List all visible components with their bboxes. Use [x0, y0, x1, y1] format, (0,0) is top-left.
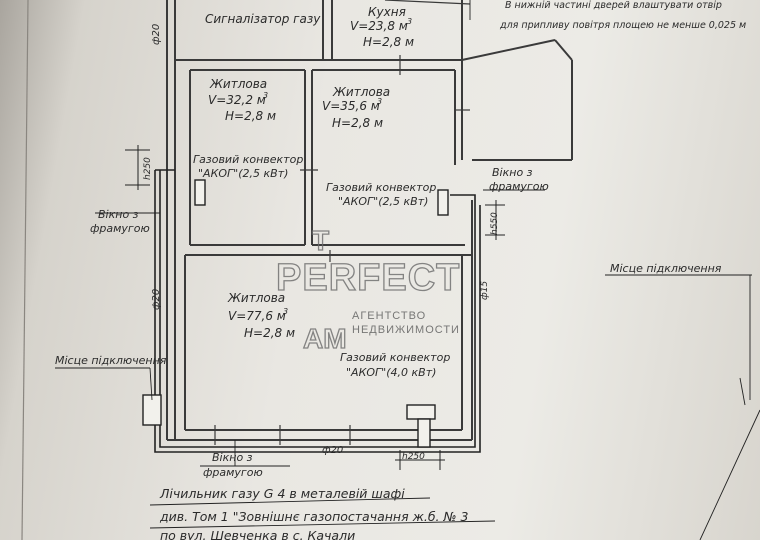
living1-volume-exp: 3 — [263, 91, 268, 100]
convector-1-model: "АКОГ"(2,5 кВт) — [198, 167, 288, 180]
pipe-d15-right: ф15 — [480, 281, 490, 300]
living1-name: Житлова — [209, 77, 267, 91]
living1-volume: V=32,2 м — [208, 93, 266, 107]
pipe-d20-bottom: ф20 — [322, 445, 343, 456]
watermark-mark-bottom: АМ — [303, 323, 347, 354]
convector-3-valve — [417, 418, 431, 448]
kitchen-height: H=2,8 м — [363, 35, 414, 49]
dimension-marks — [125, 145, 505, 470]
watermark-agency-line2: НЕДВИЖИМОСТИ — [352, 324, 460, 336]
window-left-line2: фрамугою — [90, 222, 150, 235]
living2-height: H=2,8 м — [332, 116, 383, 130]
height-h250-left: h250 — [143, 157, 153, 180]
living3-name: Житлова — [227, 291, 285, 305]
living1-height: H=2,8 м — [225, 109, 276, 123]
pipe-d20-top: ф20 — [151, 24, 162, 45]
convector-2-model: "АКОГ"(2,5 кВт) — [338, 195, 428, 208]
leader-lines — [55, 0, 760, 540]
kitchen-volume: V=23,8 м — [350, 19, 408, 33]
pipe-d20-left: ф20 — [151, 289, 162, 310]
convector-3-model: "АКОГ"(4,0 кВт) — [346, 366, 436, 379]
walls — [166, 0, 573, 441]
meter-note-line-2: див. Том 1 "Зовнішнє газопостачання ж.б.… — [159, 509, 468, 524]
watermark-agency-line1: АГЕНТСТВО — [352, 310, 426, 322]
living3-volume-exp: 3 — [283, 307, 288, 316]
openings — [214, 0, 471, 445]
note-line-2: для припливу повітря площею не менше 0,0… — [499, 20, 746, 31]
convector-1-box — [194, 179, 206, 206]
sheet-frame-line — [21, 0, 29, 540]
living2-volume: V=35,6 м — [322, 99, 380, 113]
window-right-line1: Вікно з — [492, 166, 533, 179]
convector-3-box — [406, 404, 436, 420]
watermark-brand: PERFECT — [276, 257, 460, 299]
connection-point-left: Місце підключення — [55, 354, 167, 367]
watermark: Т PERFECT АМ АГЕНТСТВО НЕДВИЖИМОСТИ — [275, 224, 460, 354]
kitchen-volume-exp: 3 — [407, 17, 412, 26]
living2-volume-exp: 3 — [377, 97, 382, 106]
note-line-1: В нижній частині дверей влаштувати отвір — [505, 0, 722, 11]
meter-note-line-1: Лічильник газу G 4 в металевій шафі — [159, 486, 405, 501]
gas-signalizer-label: Сигналізатор газу — [205, 12, 321, 26]
watermark-mark-top: Т — [312, 225, 329, 256]
window-left-line1: Вікно з — [98, 208, 139, 221]
kitchen-name: Кухня — [368, 5, 406, 19]
window-bottom-line2: фрамугою — [203, 466, 263, 479]
window-right-line2: фрамугою — [489, 180, 549, 193]
living3-height: H=2,8 м — [244, 326, 295, 340]
window-bottom-line1: Вікно з — [212, 451, 253, 464]
equipment — [142, 179, 449, 448]
convector-2-box — [437, 189, 449, 216]
convector-2-title: Газовий конвектор — [326, 181, 436, 194]
height-h250-bottom: h250 — [402, 452, 425, 462]
convector-1-title: Газовий конвектор — [193, 153, 303, 166]
convector-3-title: Газовий конвектор — [340, 351, 450, 364]
connection-point-right: Місце підключення — [610, 262, 722, 275]
meter-note-line-3: по вул. Шевченка в с. Качали — [160, 528, 355, 540]
living3-volume: V=77,6 м — [228, 309, 286, 323]
height-h550-right: h550 — [490, 212, 500, 235]
living2-name: Житлова — [332, 85, 390, 99]
